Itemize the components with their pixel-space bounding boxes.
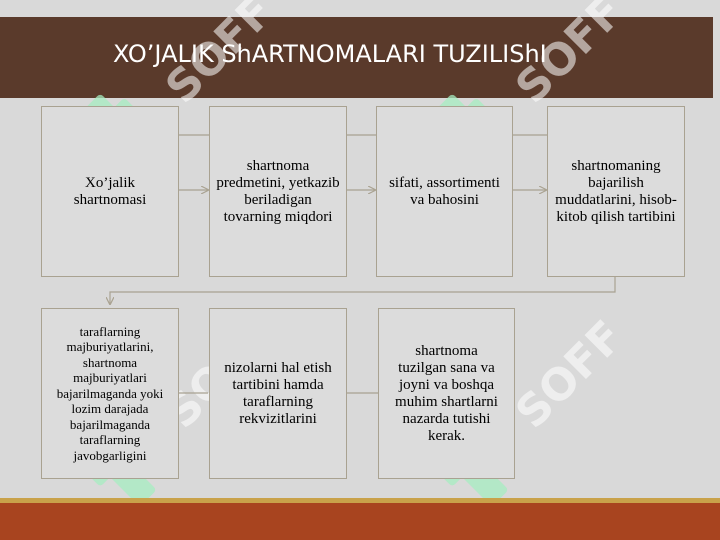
wrap-arrow-connector bbox=[110, 277, 616, 304]
diagram-box-date-place: shartnoma tuzilgan sana va joyni va bosh… bbox=[378, 308, 515, 479]
diagram-box-disputes: nizolarni hal etish tartibini hamda tara… bbox=[209, 308, 347, 479]
diagram-box-contract: Xo’jalik shartnomasi bbox=[41, 106, 179, 277]
box-label: shartnoma predmetini, yetkazib beriladig… bbox=[216, 157, 340, 225]
slide-title: XO’JALIK ShARTNOMALARI TUZILIShI bbox=[113, 40, 547, 68]
box-label: nizolarni hal etish tartibini hamda tara… bbox=[224, 359, 332, 427]
box-label: shartnomaning bajarilish muddatlarini, h… bbox=[555, 157, 677, 225]
box-label: taraflarning majburiyatlarini, shartnoma… bbox=[56, 323, 164, 463]
bottom-accent-line bbox=[0, 498, 720, 503]
title-bar bbox=[0, 17, 713, 98]
diagram-box-subject: shartnoma predmetini, yetkazib beriladig… bbox=[209, 106, 347, 277]
box-label: sifati, assortimenti va bahosini bbox=[389, 174, 500, 208]
diagram-box-obligations: taraflarning majburiyatlarini, shartnoma… bbox=[41, 308, 179, 479]
box-label: shartnoma tuzilgan sana va joyni va bosh… bbox=[395, 342, 498, 444]
diagram-box-quality: sifati, assortimenti va bahosini bbox=[376, 106, 513, 277]
diagram-box-deadlines: shartnomaning bajarilish muddatlarini, h… bbox=[547, 106, 685, 277]
box-label: Xo’jalik shartnomasi bbox=[73, 174, 147, 208]
bottom-bar bbox=[0, 503, 720, 540]
